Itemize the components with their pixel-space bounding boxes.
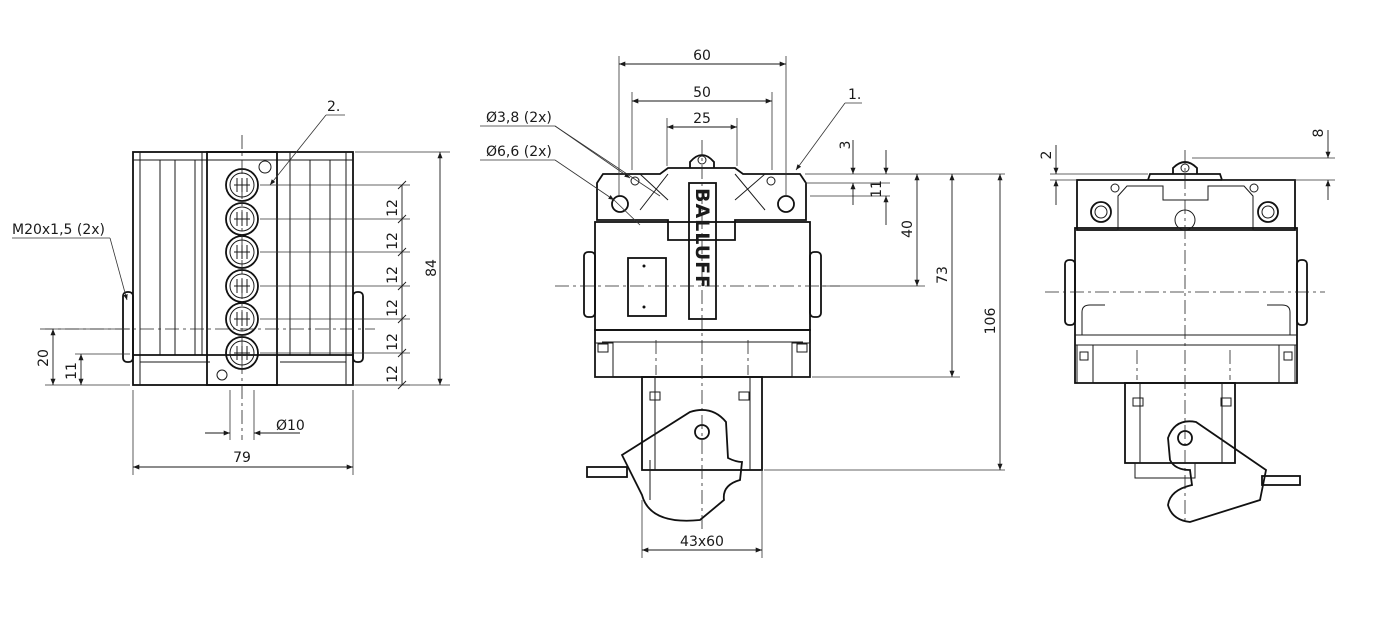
brand-logo: BALLUFF <box>691 188 713 289</box>
right-housing <box>1064 161 1308 523</box>
pitch-ticks <box>397 180 407 390</box>
dim-8: 8 <box>1311 129 1327 138</box>
callout-1: 1. <box>848 87 861 103</box>
dim-pitch-3: 12 <box>385 266 401 284</box>
dim-11-mid: 11 <box>869 180 885 198</box>
dim-11-left: 11 <box>64 362 80 380</box>
left-view: 12 12 12 12 12 12 84 79 Ø10 20 11 M20x1,… <box>12 99 450 475</box>
dim-50: 50 <box>693 85 711 101</box>
dim-height-84: 84 <box>424 259 440 277</box>
dim-width-79: 79 <box>233 450 251 466</box>
hole-large-label: Ø6,6 (2x) <box>486 144 552 160</box>
dim-106: 106 <box>983 308 999 335</box>
dim-pitch-1: 12 <box>385 199 401 217</box>
dim-73: 73 <box>935 266 951 284</box>
dim-3: 3 <box>838 141 854 150</box>
dim-pitch-5: 12 <box>385 333 401 351</box>
middle-view: BALLUFF <box>480 48 1005 558</box>
dim-lever: 43x60 <box>680 534 724 550</box>
dim-pitch-6: 12 <box>385 365 401 383</box>
dim-dia-10: Ø10 <box>276 418 305 434</box>
right-view: 2 8 <box>1039 129 1335 523</box>
dim-pitch-2: 12 <box>385 232 401 250</box>
dim-25: 25 <box>693 111 711 127</box>
hole-small-label: Ø3,8 (2x) <box>486 110 552 126</box>
callout-2: 2. <box>327 99 340 115</box>
middle-housing: BALLUFF <box>583 154 822 522</box>
dim-2: 2 <box>1039 151 1055 160</box>
dim-20: 20 <box>36 349 52 367</box>
dim-pitch-4: 12 <box>385 299 401 317</box>
dim-60: 60 <box>693 48 711 64</box>
thread-label: M20x1,5 (2x) <box>12 222 105 238</box>
dim-40: 40 <box>900 220 916 238</box>
left-pitch-extensions <box>260 151 450 386</box>
